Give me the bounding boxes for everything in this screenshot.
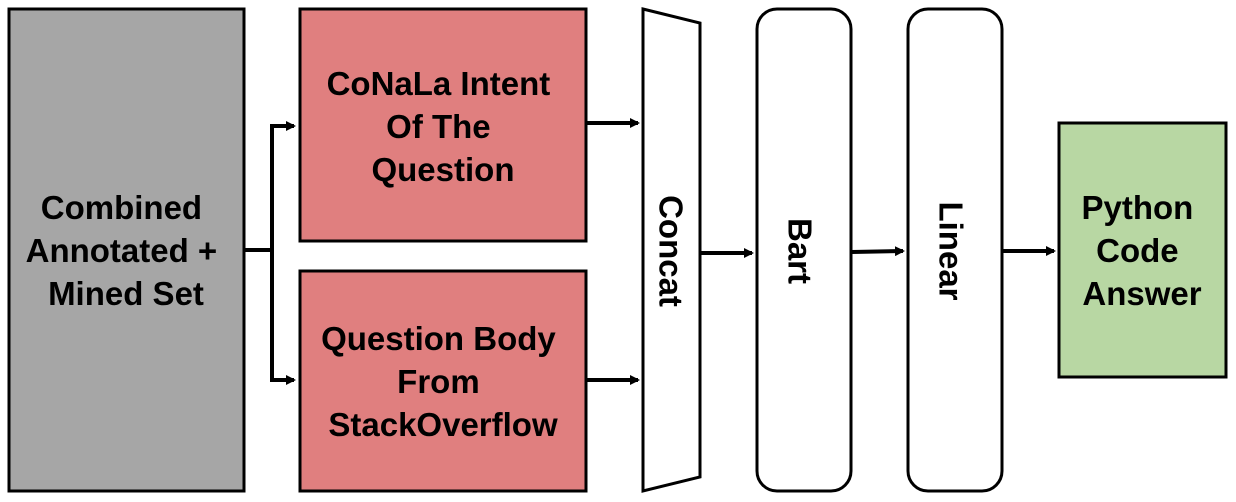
node-output-label-line-1: Python xyxy=(1082,189,1194,226)
node-concat-shape xyxy=(641,7,702,493)
node-body-label-line-2: From xyxy=(397,363,480,400)
node-dataset-label-line-2: Annotated + xyxy=(26,232,218,269)
node-bart-label: Bart xyxy=(782,218,819,284)
node-linear-box xyxy=(906,7,1004,493)
node-body-label-line-1: Question Body xyxy=(321,320,556,357)
node-output: Python Code Answer xyxy=(1057,121,1228,379)
node-output-label-line-3: Answer xyxy=(1082,275,1201,312)
node-bart-box xyxy=(755,7,853,493)
node-linear: Linear xyxy=(906,7,1004,493)
node-body: Question Body From StackOverflow xyxy=(298,269,588,493)
node-output-box xyxy=(1057,121,1228,379)
svg-text:Python Code Answer: Python Code Answer xyxy=(1082,189,1203,312)
node-concat-label: Concat xyxy=(653,195,690,307)
node-body-box xyxy=(298,269,588,493)
node-bart: Bart xyxy=(755,7,853,493)
node-dataset-label-line-3: Mined Set xyxy=(48,275,204,312)
node-dataset: Combined Annotated + Mined Set xyxy=(7,7,246,493)
svg-text:CoNaLa Intent Of The: CoNaLa Intent Of The Question xyxy=(327,65,560,188)
edge-dataset-to-intent xyxy=(244,121,296,252)
node-intent-label-line-3: Question xyxy=(371,151,514,188)
edge-dataset-to-body xyxy=(270,250,296,385)
node-intent-label-line-1: CoNaLa Intent xyxy=(327,65,551,102)
edges xyxy=(244,118,1056,385)
node-concat: Concat xyxy=(641,7,702,493)
svg-text:Question Body From: Question Body From StackOverflow xyxy=(321,320,565,443)
node-dataset-box xyxy=(7,7,246,493)
svg-text:Combined Annotated +: Combined Annotated + Mined Set xyxy=(26,189,227,312)
edge-bart-to-linear xyxy=(851,246,905,257)
node-intent-label-line-2: Of The xyxy=(386,108,491,145)
node-body-label-line-3: StackOverflow xyxy=(328,406,558,443)
node-intent-box xyxy=(298,7,588,243)
node-dataset-label-line-1: Combined xyxy=(41,189,202,226)
node-intent: CoNaLa Intent Of The Question xyxy=(298,7,588,243)
node-output-label-line-2: Code xyxy=(1096,232,1179,269)
node-linear-label: Linear xyxy=(933,201,970,300)
